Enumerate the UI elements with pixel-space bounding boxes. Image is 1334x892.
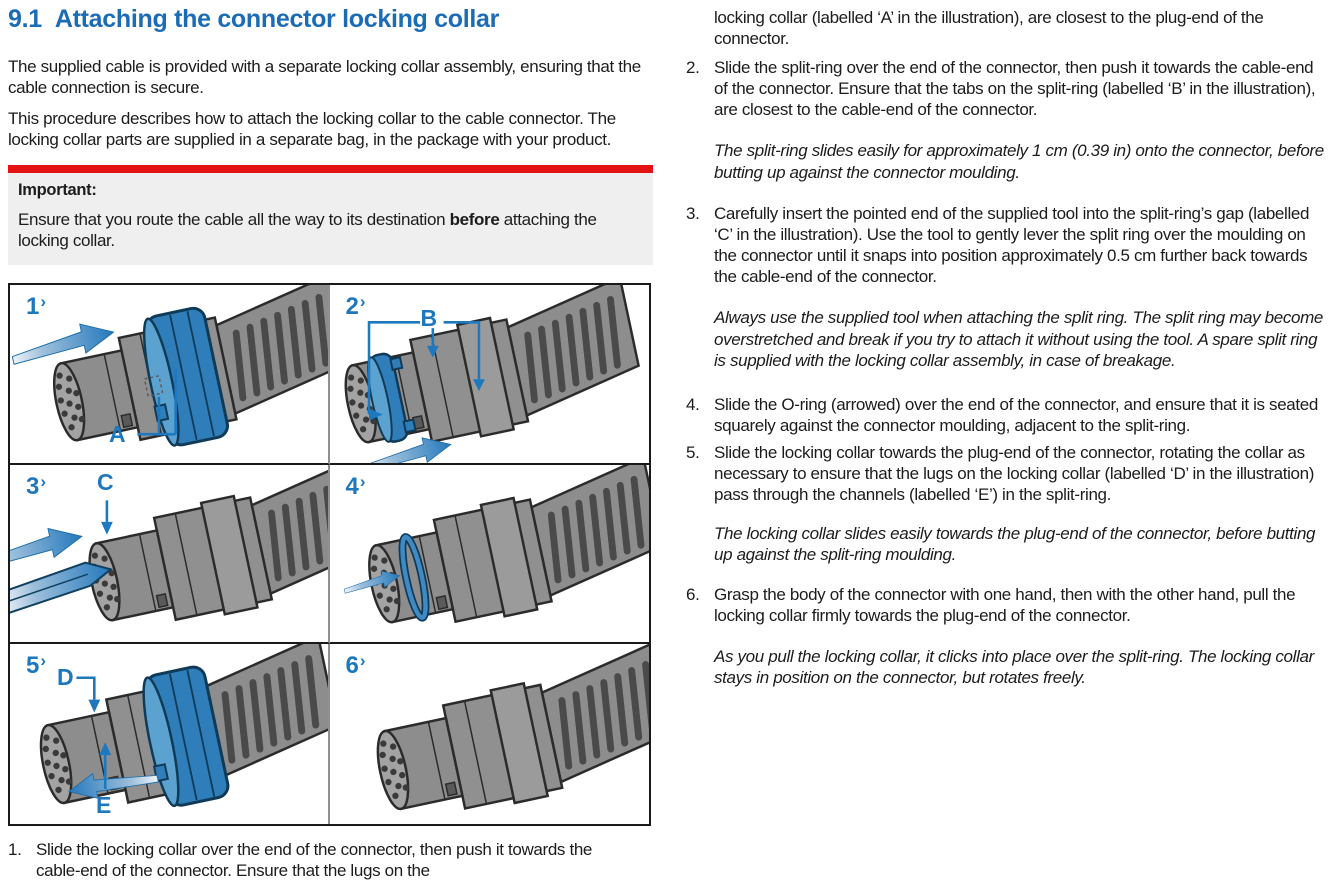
step-6: 6. Grasp the body of the connector with …: [686, 584, 1326, 626]
connector-illustration-3: [10, 465, 328, 643]
label-b-arrowhead: [472, 379, 485, 392]
figure-panel-3: 3› C: [10, 464, 330, 645]
important-text-start: Ensure that you route the cable all the …: [18, 210, 450, 229]
step-6-note: As you pull the locking collar, it click…: [714, 646, 1314, 688]
panel-number-text: 1: [26, 293, 40, 320]
left-column: 9.1 Attaching the connector locking coll…: [8, 0, 653, 881]
figure-panel-2: 2› B: [329, 285, 650, 465]
panel-number-text: 6: [345, 652, 359, 680]
step-3-text: Carefully insert the pointed end of the …: [714, 204, 1310, 286]
step-4: 4. Slide the O-ring (arrowed) over the e…: [686, 394, 1326, 436]
important-box: Important: Ensure that you route the cab…: [8, 165, 653, 265]
figure-panel-4: 4›: [329, 465, 650, 645]
intro-paragraph-2: This procedure describes how to attach t…: [8, 109, 616, 149]
section-title: Attaching the connector locking collar: [54, 5, 500, 33]
connector-body: [365, 644, 649, 824]
panel-number-6: 6›: [346, 652, 366, 678]
step-2-text: Slide the split-ring over the end of the…: [714, 58, 1316, 119]
panel-number-4: 4›: [346, 473, 366, 499]
step-4-number: 4.: [686, 394, 700, 414]
label-d-e-lines: [76, 676, 107, 790]
slide-arrow-icon: [10, 521, 86, 573]
step-5-note: The locking collar slides easily towards…: [714, 523, 1316, 565]
figure-panel-1: 1› A: [10, 285, 330, 465]
step-2-number: 2.: [686, 58, 700, 77]
panel-number-5: 5›: [26, 652, 46, 678]
label-b-arrowhead: [426, 345, 439, 358]
panel-number-text: 4: [345, 472, 359, 500]
label-a-lines: [137, 369, 177, 436]
step-5-number: 5.: [686, 442, 700, 462]
connector-illustration-4: [341, 465, 650, 643]
connector-illustration-6: [330, 644, 650, 824]
step-3-note: Always use the supplied tool when attach…: [714, 308, 1324, 370]
step-1-number: 1.: [8, 840, 22, 859]
important-red-bar: [8, 165, 653, 173]
page-title: 9.1 Attaching the connector locking coll…: [8, 5, 653, 34]
step-3-number: 3.: [686, 204, 700, 223]
step-3: 3. Carefully insert the pointed end of t…: [686, 203, 1326, 287]
chevron-icon: ›: [40, 651, 47, 671]
chevron-icon: ›: [359, 651, 366, 671]
panel-number-3: 3›: [26, 473, 46, 499]
label-d: D: [57, 664, 74, 691]
step-1: 1. Slide the locking collar over the end…: [8, 839, 638, 881]
intro-paragraph-1: The supplied cable is provided with a se…: [8, 57, 641, 97]
label-b-arrowhead: [368, 408, 383, 421]
label-b: B: [420, 305, 438, 331]
step-2: 2. Slide the split-ring over the end of …: [686, 57, 1326, 120]
label-e-arrowhead: [99, 742, 112, 756]
step-6-text: Grasp the body of the connector with one…: [714, 584, 1296, 625]
right-column: locking collar (labelled ‘A’ in the illu…: [686, 7, 1326, 689]
important-content: Important: Ensure that you route the cab…: [8, 173, 653, 265]
figure-panel-6: 6›: [330, 644, 650, 824]
connector-body: [77, 465, 327, 640]
figure-panel-5: 5› D E: [10, 644, 330, 824]
step-5: 5. Slide the locking collar towards the …: [686, 442, 1326, 505]
important-text-bold: before: [449, 210, 500, 229]
procedure-figure: 1› A 2› B: [8, 283, 651, 826]
panel-number-2: 2›: [346, 293, 366, 319]
connector-illustration-5: [10, 644, 328, 824]
important-label: Important:: [18, 181, 97, 199]
important-text: Ensure that you route the cable all the …: [18, 209, 638, 251]
step-6-number: 6.: [686, 584, 700, 604]
chevron-icon: ›: [40, 471, 47, 491]
panel-number-1: 1›: [26, 293, 46, 319]
panel-number-text: 3: [26, 472, 40, 500]
label-c: C: [97, 468, 114, 495]
chevron-icon: ›: [40, 292, 47, 311]
section-number: 9.1: [8, 5, 42, 33]
connector-illustration-1: [10, 285, 328, 463]
panel-number-text: 2: [345, 293, 359, 320]
panel-number-text: 5: [26, 652, 40, 680]
chevron-icon: ›: [359, 471, 366, 491]
step-1-continuation: locking collar (labelled ‘A’ in the illu…: [714, 8, 1264, 48]
connector-illustration-2: [330, 285, 650, 463]
label-b-lines: [367, 321, 480, 415]
label-a: A: [109, 421, 126, 447]
step-1-text: Slide the locking collar over the end of…: [36, 840, 593, 880]
step-5-text: Slide the locking collar towards the plu…: [714, 442, 1315, 504]
label-c-arrowhead: [101, 521, 113, 535]
step-4-text: Slide the O-ring (arrowed) over the end …: [714, 394, 1318, 435]
step-2-note: The split-ring slides easily for approxi…: [714, 141, 1324, 182]
chevron-icon: ›: [359, 292, 366, 311]
important-text-end: attaching the locking collar.: [18, 210, 597, 250]
label-d-arrowhead: [88, 699, 101, 713]
label-e: E: [96, 792, 112, 819]
